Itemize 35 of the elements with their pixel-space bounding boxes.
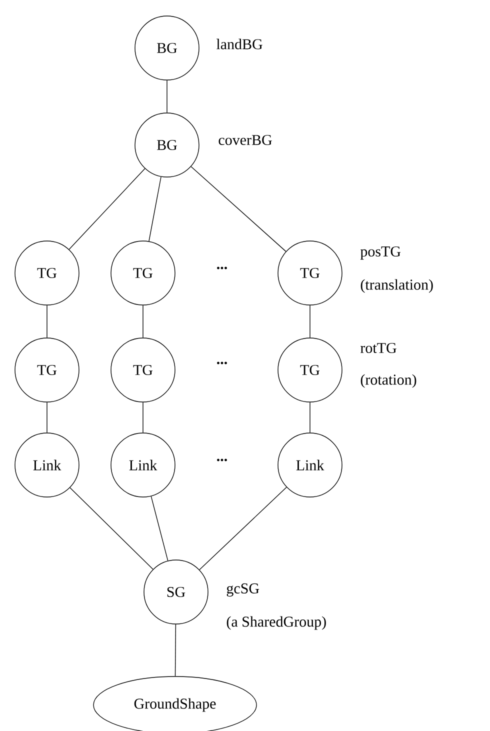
circle-node: TG <box>14 240 80 306</box>
circle-node: TG <box>110 240 176 306</box>
connector-line <box>199 486 287 570</box>
circle-node: BG <box>134 16 200 80</box>
connector-line <box>150 496 168 562</box>
node-caption: landBG <box>216 38 262 50</box>
circle-node: Link <box>278 432 342 498</box>
circle-node: Link <box>14 432 80 498</box>
circle-node: BG <box>134 112 200 178</box>
circle-node: TG <box>110 338 176 402</box>
connector-line <box>190 166 286 252</box>
connector-line <box>46 402 48 433</box>
connector-line <box>46 305 48 338</box>
connector-line <box>70 487 154 570</box>
circle-node: Link <box>110 432 176 498</box>
connector-line <box>174 624 176 676</box>
circle-node: TG <box>278 338 342 402</box>
connector-line <box>148 176 162 242</box>
connector-line <box>68 168 146 250</box>
node-caption: (a SharedGroup) <box>226 616 326 630</box>
ellipsis: ... <box>217 458 227 462</box>
circle-node: SG <box>144 560 208 624</box>
node-caption: rotTG <box>360 342 396 354</box>
node-caption: coverBG <box>218 134 272 146</box>
node-caption: gcSG <box>226 583 260 597</box>
circle-node: TG <box>14 338 80 402</box>
ellipsis: ... <box>217 266 227 270</box>
node-caption: (translation) <box>360 279 433 293</box>
circle-node: TG <box>278 240 342 306</box>
node-caption: (rotation) <box>360 374 416 388</box>
connector-line <box>166 80 168 113</box>
node-caption: posTG <box>360 246 401 260</box>
connector-line <box>142 402 144 433</box>
connector-line <box>142 305 144 338</box>
ellipsis: ... <box>217 362 227 364</box>
